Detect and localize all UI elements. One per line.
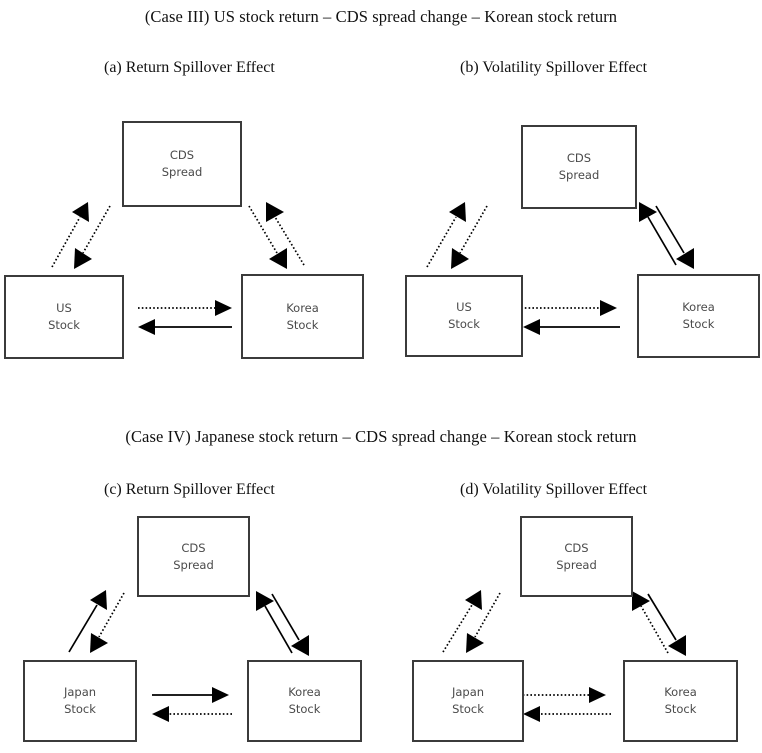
- panel-c-node-cds-line2: Spread: [173, 557, 214, 572]
- panel-c-node-right-stock[interactable]: Korea Stock: [247, 660, 362, 742]
- panel-b-label: (b) Volatility Spillover Effect: [460, 59, 648, 76]
- panel-a-node-left-stock[interactable]: US Stock: [4, 275, 124, 359]
- panel-c-node-left-stock-line1: Japan: [63, 685, 97, 700]
- panel-c-node-left-stock-line2: Stock: [64, 702, 96, 716]
- panel-b-node-right-stock[interactable]: Korea Stock: [637, 274, 760, 358]
- panel-c-node-cds-line1: CDS: [181, 540, 206, 555]
- panel-b-node-right-stock-line2: Stock: [682, 317, 715, 331]
- panel-b-diagram: CDS Spread US Stock Korea Stock: [380, 100, 762, 370]
- edge-cds-to-left-stock: [90, 592, 125, 653]
- panel-a-node-cds-line1: CDS: [169, 148, 195, 163]
- panel-b-node-cds-line1: CDS: [566, 151, 592, 166]
- edge-right-stock-to-cds: [639, 202, 677, 266]
- edge-right-stock-to-cds: [266, 202, 305, 266]
- edge-left-stock-to-right-stock: [152, 687, 229, 703]
- panel-c-label: (c) Return Spillover Effect: [104, 481, 275, 498]
- edge-cds-to-left-stock: [74, 205, 111, 269]
- edge-left-stock-to-right-stock: [519, 687, 606, 703]
- panel-d-node-left-stock-line2: Stock: [452, 702, 484, 716]
- panel-d-diagram: CDS Spread Japan Stock Korea Stock: [380, 505, 762, 753]
- panel-a-node-cds[interactable]: CDS Spread: [122, 121, 242, 207]
- edge-cds-to-right-stock: [271, 593, 309, 656]
- edge-right-stock-to-left-stock: [138, 319, 232, 335]
- panel-d-label: (d) Volatility Spillover Effect: [460, 481, 648, 498]
- panel-d-edges: [442, 590, 686, 722]
- edge-right-stock-to-cds: [256, 591, 293, 654]
- panel-b-node-right-stock-line1: Korea: [682, 300, 715, 315]
- edge-cds-to-right-stock: [655, 205, 694, 269]
- panel-c-node-left-stock[interactable]: Japan Stock: [23, 660, 137, 742]
- edge-right-stock-to-left-stock: [152, 706, 232, 722]
- panel-b-node-left-stock[interactable]: US Stock: [405, 275, 523, 357]
- edge-left-stock-to-cds: [426, 202, 466, 268]
- panel-d-node-cds-line1: CDS: [564, 540, 589, 555]
- edge-cds-to-left-stock: [466, 592, 501, 653]
- panel-c-edges: [68, 590, 309, 722]
- panel-a-node-cds-line2: Spread: [161, 165, 203, 179]
- edge-left-stock-to-cds: [51, 202, 89, 268]
- panel-d-node-cds-line2: Spread: [556, 557, 597, 572]
- panel-d-node-cds[interactable]: CDS Spread: [520, 516, 633, 597]
- edge-cds-to-right-stock: [248, 205, 287, 269]
- panel-c-node-right-stock-line2: Stock: [288, 702, 321, 716]
- panel-c-node-right-stock-line1: Korea: [288, 685, 321, 700]
- edge-right-stock-to-left-stock: [523, 706, 611, 722]
- edge-right-stock-to-cds: [632, 591, 669, 654]
- panel-d-node-right-stock-line2: Stock: [664, 702, 697, 716]
- panel-a-diagram: CDS Spread US Stock Korea Stock: [0, 100, 380, 370]
- panel-b-node-cds[interactable]: CDS Spread: [521, 125, 637, 209]
- edge-left-stock-to-right-stock: [521, 300, 617, 316]
- edge-left-stock-to-cds: [442, 590, 482, 653]
- case-iii-title: (Case III) US stock return – CDS spread …: [144, 7, 618, 26]
- panel-a-node-right-stock-line2: Stock: [286, 317, 319, 332]
- edge-cds-to-right-stock: [647, 593, 686, 656]
- edge-left-stock-to-cds: [68, 590, 107, 653]
- panel-d-node-right-stock-line1: Korea: [664, 685, 697, 700]
- panel-a-node-right-stock[interactable]: Korea Stock: [241, 274, 364, 359]
- panel-b-node-left-stock-line2: Stock: [448, 317, 480, 331]
- panel-d-node-left-stock-line1: Japan: [451, 685, 485, 700]
- panel-a-label: (a) Return Spillover Effect: [104, 59, 275, 76]
- edge-right-stock-to-left-stock: [523, 319, 620, 335]
- panel-a-node-left-stock-line2: Stock: [48, 318, 80, 332]
- edge-left-stock-to-right-stock: [138, 300, 232, 316]
- panel-c-node-cds[interactable]: CDS Spread: [137, 516, 250, 597]
- panel-a-edges: [51, 202, 305, 335]
- panel-d-node-left-stock[interactable]: Japan Stock: [412, 660, 524, 742]
- panel-a-node-right-stock-line1: Korea: [286, 300, 319, 315]
- panel-b-node-cds-line2: Spread: [558, 168, 600, 182]
- panel-c-diagram: CDS Spread Japan Stock Korea Stock: [0, 505, 380, 753]
- panel-a-node-left-stock-line1: US: [56, 301, 72, 316]
- edge-cds-to-left-stock: [451, 205, 488, 269]
- panel-b-node-left-stock-line1: US: [456, 300, 472, 315]
- panel-b-edges: [426, 202, 694, 335]
- case-iv-title: (Case IV) Japanese stock return – CDS sp…: [125, 427, 637, 446]
- panel-d-node-right-stock[interactable]: Korea Stock: [623, 660, 738, 742]
